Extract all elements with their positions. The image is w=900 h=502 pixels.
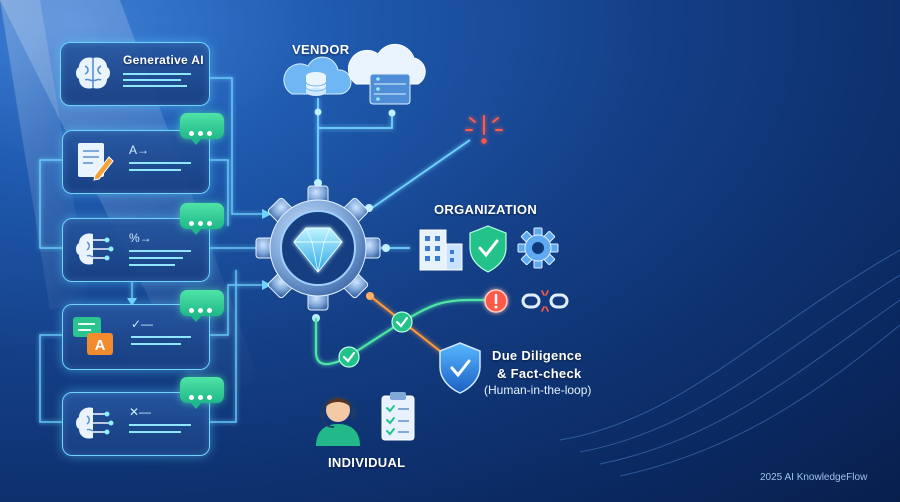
fact-check-label: & Fact-check (497, 366, 582, 381)
cloud-database-icon (283, 56, 352, 96)
clipboard-checklist-icon (381, 392, 415, 441)
checkmark-icon (391, 311, 413, 333)
alert-icon (484, 289, 508, 313)
circuit-brain-icon (76, 233, 114, 265)
checkmark-icon (338, 346, 360, 368)
wave-lines (559, 249, 900, 477)
document-pen-icon (78, 143, 114, 181)
translate-chat-icon: A (73, 317, 113, 355)
pipeline-card-drafting: A→ (62, 130, 210, 194)
text-lines (131, 336, 201, 345)
gear-icon (517, 227, 559, 269)
text-lines (129, 424, 199, 433)
generative-ai-label: Generative AI (123, 53, 204, 67)
card-glyph: %→ (129, 231, 152, 245)
headset-person-icon (316, 395, 360, 446)
human-in-the-loop-label: (Human-in-the-loop) (484, 383, 592, 397)
text-lines (129, 162, 199, 171)
cloud-server-icon (347, 43, 426, 105)
chat-bubble-icon (180, 203, 224, 235)
organization-label: ORGANIZATION (434, 202, 538, 217)
alert-icon (465, 115, 503, 144)
text-lines (129, 250, 199, 266)
chat-bubble-icon (180, 113, 224, 145)
pipeline-card-generative-ai: Generative AI (60, 42, 210, 106)
brain-icon (76, 407, 114, 439)
card-connectors (39, 77, 262, 423)
text-lines (123, 73, 195, 87)
vendor-label: VENDOR (292, 42, 350, 57)
broken-link-icon (521, 290, 569, 312)
individual-label: INDIVIDUAL (328, 455, 406, 470)
building-icon (419, 229, 463, 271)
due-diligence-label: Due Diligence (492, 348, 582, 363)
shield-check-icon (469, 225, 507, 273)
chat-bubble-icon (180, 290, 224, 322)
svg-text:A: A (95, 337, 106, 354)
diamond-gear-icon (255, 185, 381, 311)
shield-check-icon (439, 342, 481, 394)
brain-icon (76, 57, 110, 89)
card-glyph: ✕— (129, 405, 152, 419)
chat-bubble-icon (180, 377, 224, 409)
card-glyph: ✓— (131, 317, 154, 331)
card-glyph: A→ (129, 143, 150, 157)
footer-credit: 2025 AI KnowledgeFlow (760, 472, 868, 483)
